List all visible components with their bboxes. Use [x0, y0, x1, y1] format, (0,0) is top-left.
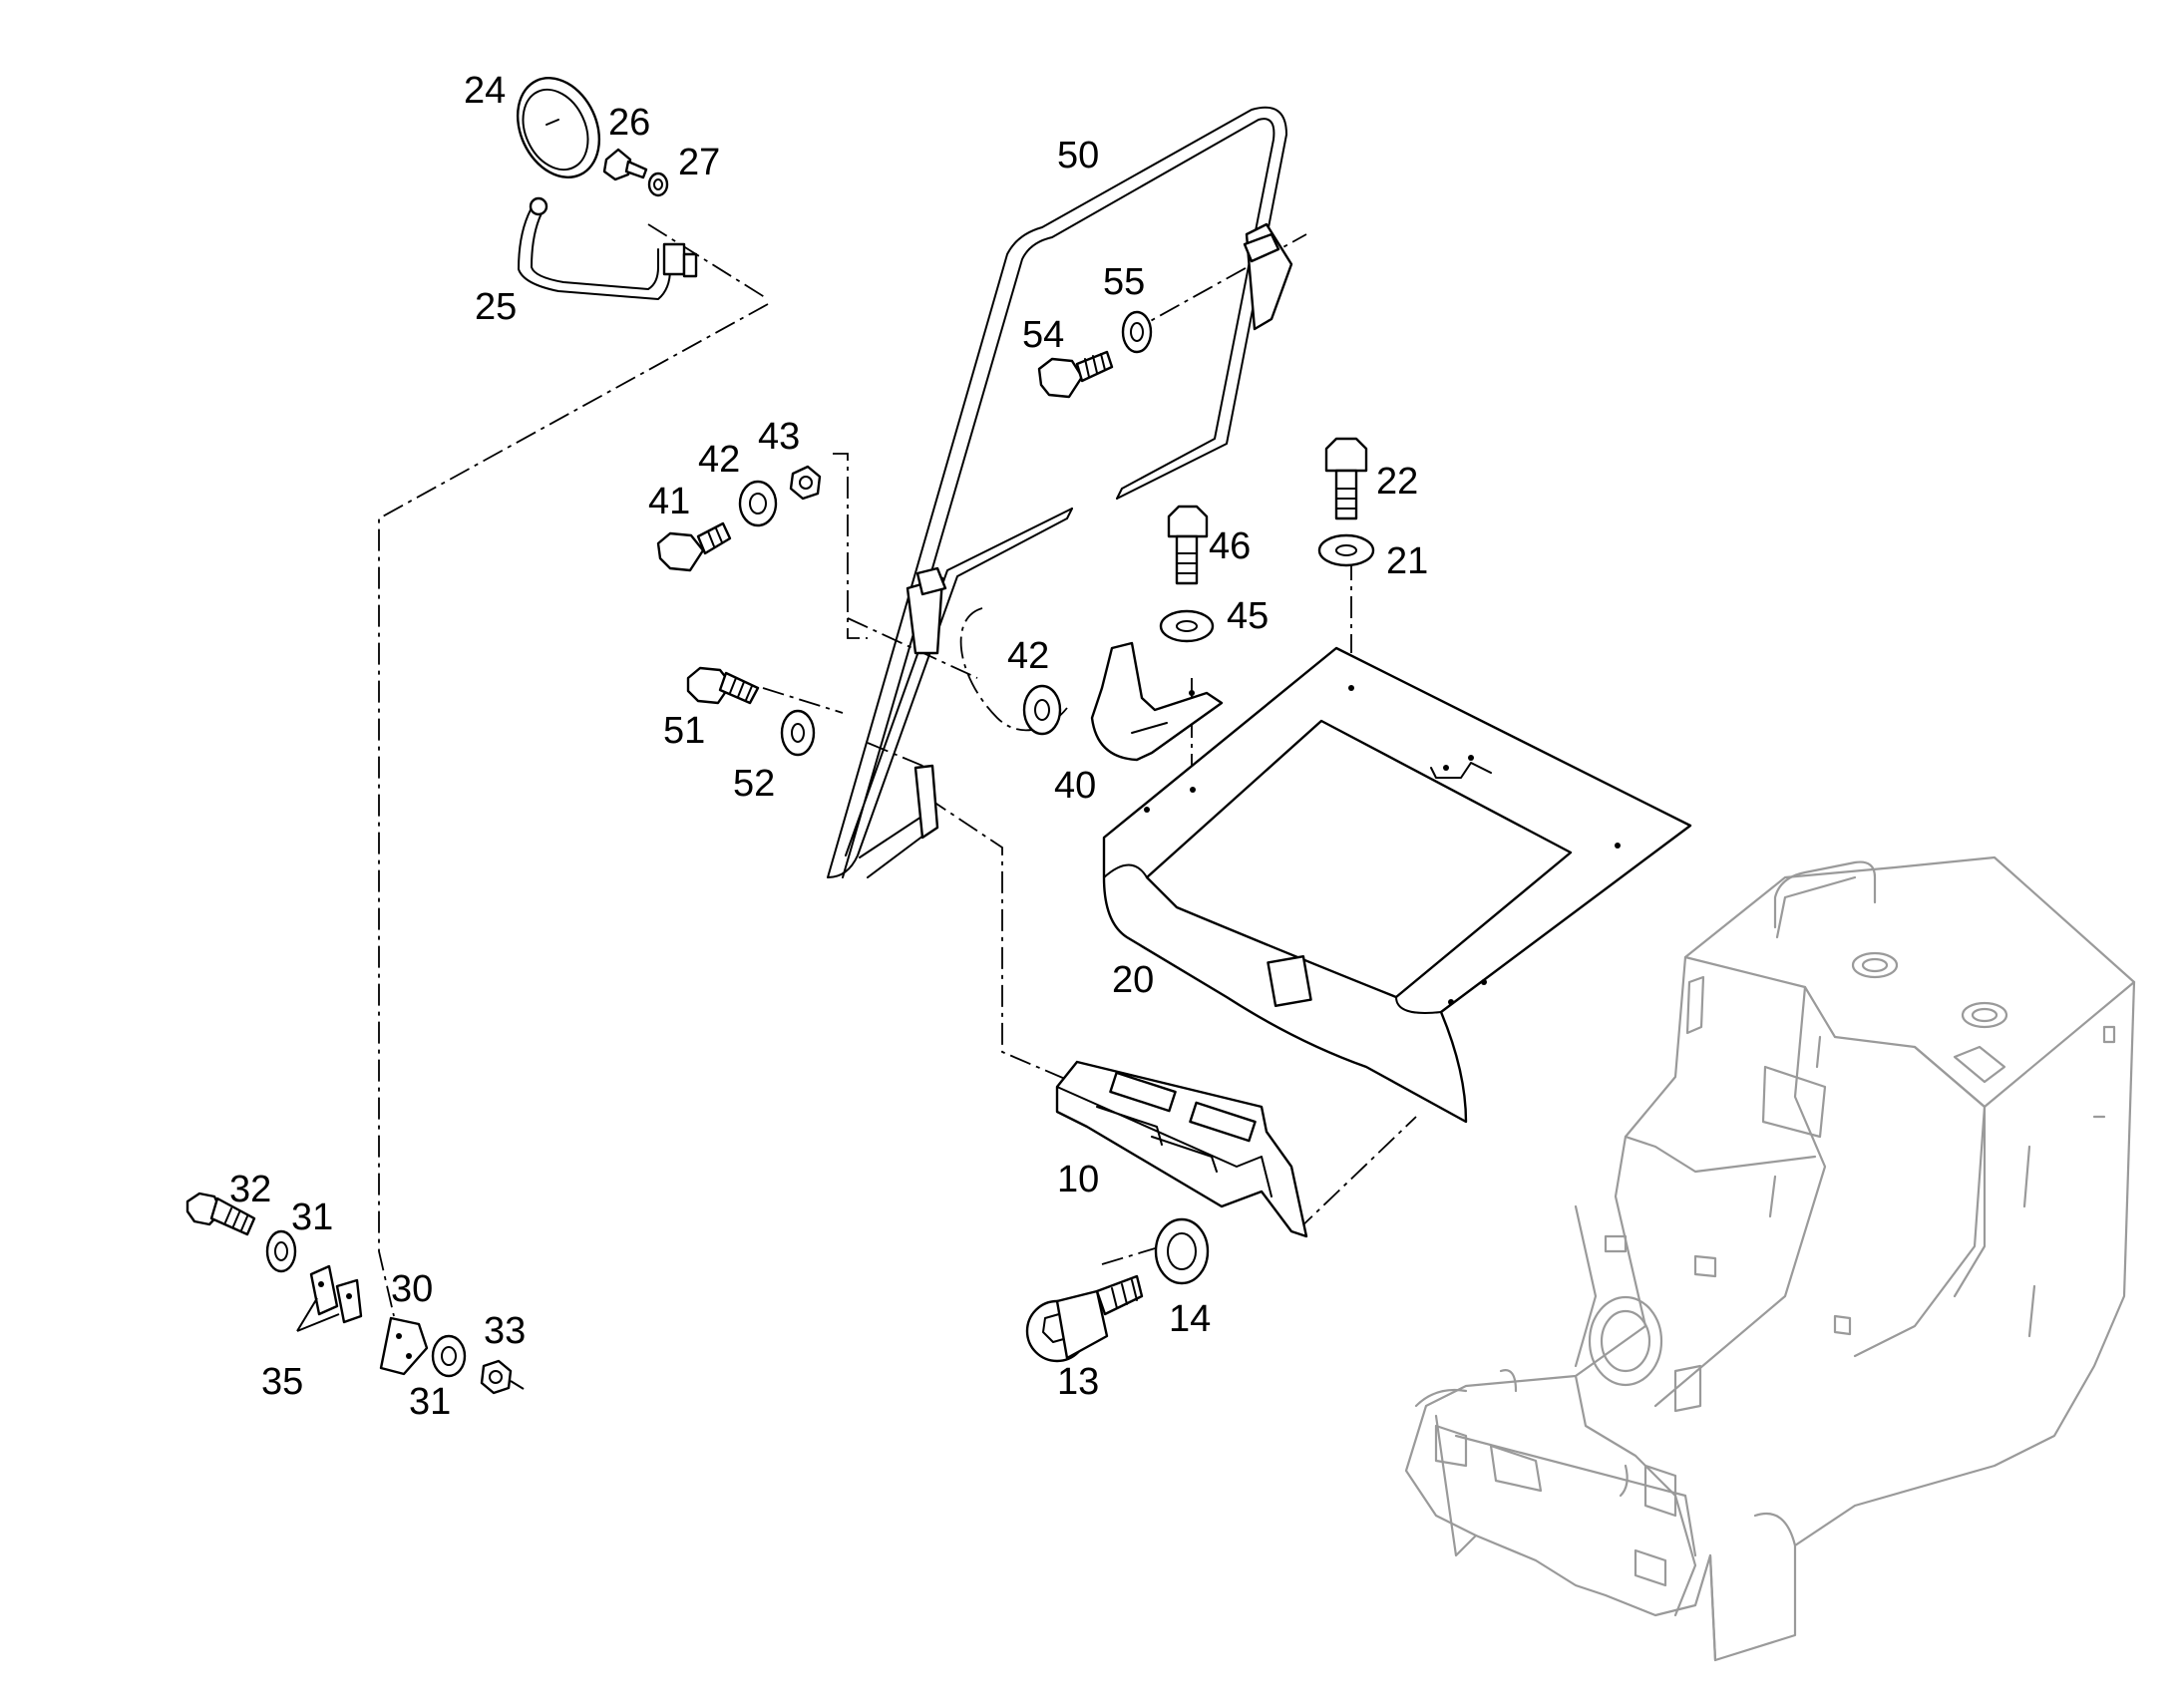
label-part-26: 26 [608, 102, 650, 144]
label-part-13: 13 [1057, 1361, 1099, 1403]
bolt-part-54 [1037, 350, 1114, 399]
bolt-part-51 [686, 666, 760, 705]
label-part-50: 50 [1057, 135, 1099, 176]
label-part-20: 20 [1112, 959, 1154, 1001]
label-part-33: 33 [484, 1310, 526, 1352]
label-part-46: 46 [1209, 525, 1251, 567]
washer-part-42a [738, 480, 778, 527]
label-part-42b: 42 [1007, 635, 1049, 677]
washer-part-55 [1121, 310, 1153, 354]
label-part-27: 27 [678, 142, 720, 183]
washer-part-27 [647, 171, 669, 197]
plate-part-30 [379, 1316, 429, 1376]
hinge-part-35 [309, 1264, 363, 1324]
label-part-22: 22 [1376, 461, 1418, 503]
nut-part-33 [480, 1359, 525, 1395]
bolt-part-22 [1324, 437, 1368, 520]
bolt-part-13 [1025, 1274, 1144, 1363]
washer-part-52 [780, 709, 816, 757]
label-part-10: 10 [1057, 1159, 1099, 1200]
label-part-55: 55 [1103, 261, 1145, 303]
washer-part-42b [1022, 684, 1062, 736]
assembly-centerlines [378, 223, 1417, 1317]
label-part-32: 32 [229, 1169, 271, 1210]
bolt-part-41 [656, 521, 732, 572]
washer-part-45 [1159, 609, 1215, 643]
label-part-52: 52 [733, 763, 775, 805]
label-part-21: 21 [1386, 540, 1428, 582]
label-part-31a: 31 [291, 1196, 333, 1238]
label-part-45: 45 [1227, 595, 1269, 637]
label-part-25: 25 [475, 286, 517, 328]
frame-guard-part-50 [827, 106, 1293, 878]
part-labels: 24 26 27 25 50 55 54 43 42 41 22 46 21 4… [229, 70, 1428, 1423]
leader-lines [296, 1297, 340, 1332]
label-part-30: 30 [391, 1268, 433, 1310]
step-plate-part-10 [1055, 1060, 1308, 1238]
label-part-41: 41 [648, 481, 690, 522]
washer-part-31a [265, 1229, 297, 1273]
bolt-part-32 [185, 1192, 256, 1236]
label-part-42a: 42 [698, 439, 740, 481]
mirror-part-24 [516, 77, 601, 178]
label-part-24: 24 [464, 70, 506, 112]
cover-part-20 [1102, 646, 1692, 1124]
label-part-35: 35 [261, 1361, 303, 1403]
label-part-43: 43 [758, 416, 800, 458]
label-part-14: 14 [1169, 1298, 1211, 1340]
washer-part-14 [1154, 1217, 1210, 1285]
bolt-part-46 [1167, 505, 1209, 585]
washer-part-31b [431, 1334, 467, 1378]
machine-frame-ghost [1404, 855, 2136, 1662]
washer-part-21 [1317, 533, 1375, 567]
label-part-51: 51 [663, 710, 705, 752]
nut-part-43 [789, 465, 822, 501]
label-part-31b: 31 [409, 1381, 451, 1423]
screw-part-26 [602, 148, 648, 181]
label-part-40: 40 [1054, 765, 1096, 807]
mirror-rod-part-25 [518, 196, 698, 300]
bracket-part-40 [1090, 641, 1224, 762]
label-part-54: 54 [1022, 314, 1064, 356]
